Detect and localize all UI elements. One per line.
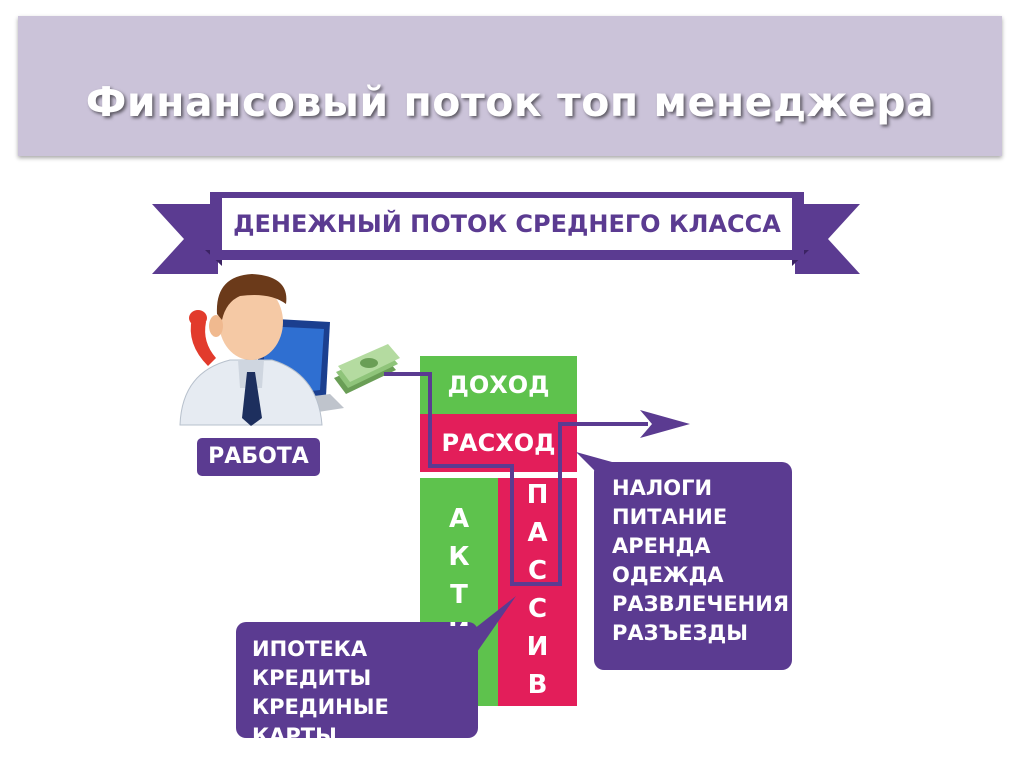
list-item: КРЕДИНЫЕ КАРТЫ <box>252 695 389 748</box>
liabilities-letter: П <box>526 480 549 510</box>
liabilities-letter: А <box>527 518 548 548</box>
liabilities-callout <box>236 596 516 738</box>
title-bar: Финансовый поток топ менеджера <box>18 16 1002 156</box>
assets-letter: К <box>448 542 470 572</box>
list-item: ИПОТЕКА <box>252 637 368 661</box>
list-item: РАЗВЛЕЧЕНИЯ <box>612 592 789 616</box>
income-block <box>420 356 577 414</box>
banner-label: ДЕНЕЖНЫЙ ПОТОК СРЕДНЕГО КЛАССА <box>233 210 781 238</box>
assets-letter: А <box>448 504 470 534</box>
list-item: РАЗЪЕЗДЫ <box>612 621 749 645</box>
liabilities-letter: С <box>527 556 548 586</box>
liabilities-label: П А С С И В <box>498 476 577 704</box>
income-label: ДОХОД <box>447 371 550 399</box>
banner-ribbon <box>152 192 860 274</box>
liabilities-letter: В <box>527 670 548 700</box>
expense-label: РАСХОД <box>441 429 556 457</box>
assets-letter: И <box>420 614 498 626</box>
list-item: ОДЕЖДА <box>612 563 724 587</box>
arrow-right-icon <box>640 410 690 438</box>
liabilities-letter: И <box>526 632 549 662</box>
assets-label: А К Т И <box>420 500 498 626</box>
list-item: НАЛОГИ <box>612 476 713 500</box>
list-item: ПИТАНИЕ <box>612 505 728 529</box>
expense-block <box>420 414 577 472</box>
expenses-callout <box>576 452 792 670</box>
work-label: РАБОТА <box>197 438 320 476</box>
list-item: КРЕДИТЫ <box>252 666 372 690</box>
liabilities-list: ИПОТЕКА КРЕДИТЫ КРЕДИНЫЕ КАРТЫ <box>252 635 474 751</box>
assets-letter: Т <box>450 580 468 610</box>
money-icon <box>334 344 400 394</box>
list-item: АРЕНДА <box>612 534 711 558</box>
liabilities-letter: С <box>527 594 548 624</box>
person-icon <box>179 274 344 426</box>
page-title: Финансовый поток топ менеджера <box>85 78 935 126</box>
expenses-list: НАЛОГИ ПИТАНИЕ АРЕНДА ОДЕЖДА РАЗВЛЕЧЕНИЯ… <box>612 474 789 648</box>
flow-line <box>384 372 648 586</box>
